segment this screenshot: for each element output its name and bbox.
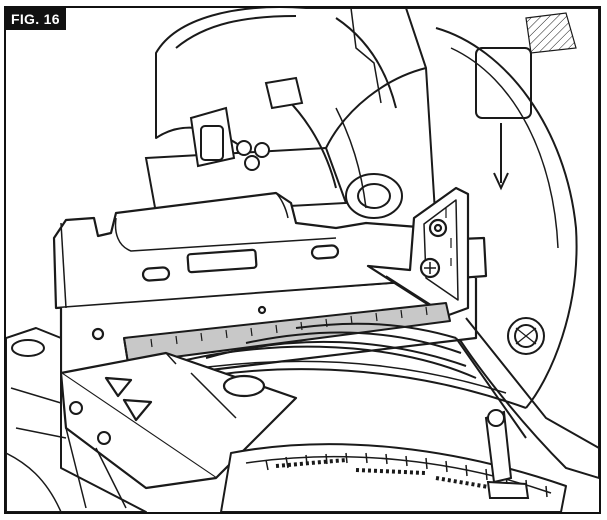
combination-square — [366, 186, 470, 318]
motor-details — [144, 76, 403, 219]
saw-blade-housing — [404, 8, 599, 480]
motor-knob — [507, 317, 545, 355]
base-left — [6, 327, 147, 512]
miter-saw-illustration — [6, 8, 599, 512]
figure-frame: FIG. 16 — [4, 6, 601, 514]
miter-lock-handle — [484, 409, 530, 499]
table-extension-wing — [59, 351, 298, 490]
square-ruler-blade — [123, 302, 451, 364]
figure-label: FIG. 16 — [6, 8, 66, 30]
miter-scale — [220, 443, 567, 512]
